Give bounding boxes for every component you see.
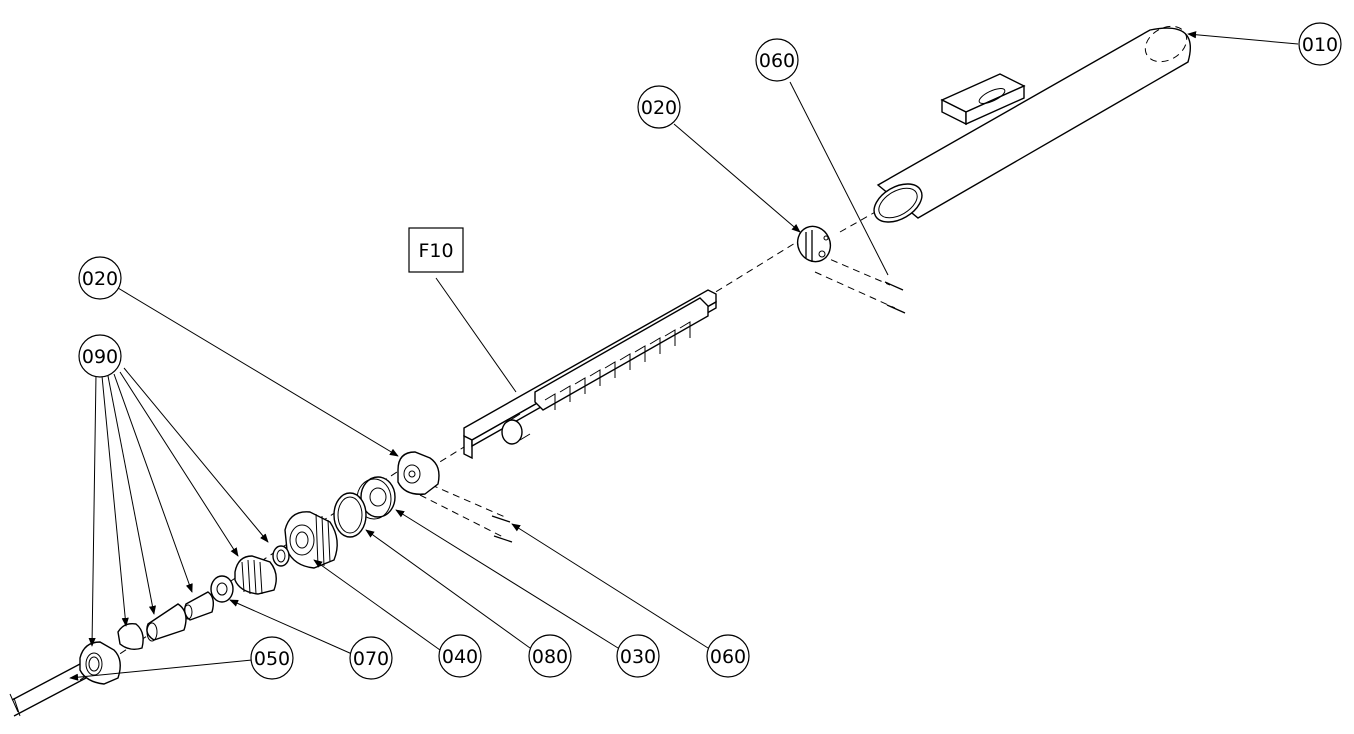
callout-f10: F10 bbox=[408, 227, 464, 273]
cable-050 bbox=[9, 663, 87, 717]
callout-020-left-label: 020 bbox=[82, 268, 118, 290]
callout-040: 040 bbox=[438, 634, 482, 678]
callout-060-bottom: 060 bbox=[706, 634, 750, 678]
callout-080-label: 080 bbox=[532, 646, 568, 668]
callout-070: 070 bbox=[349, 636, 393, 680]
threaded-gland-040 bbox=[284, 511, 338, 569]
callout-060-bottom-label: 060 bbox=[710, 646, 746, 668]
callout-010-label: 010 bbox=[1302, 34, 1338, 56]
callout-090: 090 bbox=[78, 334, 122, 378]
pins-060-bottom bbox=[491, 515, 513, 543]
pins-060-top bbox=[884, 281, 906, 314]
callout-010: 010 bbox=[1298, 22, 1342, 66]
end-plug-020-left bbox=[397, 451, 440, 495]
callout-090-label: 090 bbox=[82, 346, 118, 368]
o-ring-080 bbox=[333, 492, 367, 538]
callout-050-label: 050 bbox=[254, 648, 290, 670]
callout-020-left: 020 bbox=[78, 256, 122, 300]
callout-060-top: 060 bbox=[755, 38, 799, 82]
callout-030-label: 030 bbox=[620, 646, 656, 668]
callout-080: 080 bbox=[528, 634, 572, 678]
callout-f10-label: F10 bbox=[418, 240, 453, 262]
callout-070-label: 070 bbox=[353, 648, 389, 670]
washer-030 bbox=[356, 476, 396, 520]
callout-060-top-label: 060 bbox=[759, 50, 795, 72]
callout-050: 050 bbox=[250, 636, 294, 680]
leader-lines bbox=[69, 31, 1299, 681]
callout-020-top-label: 020 bbox=[641, 97, 677, 119]
callout-040-label: 040 bbox=[442, 646, 478, 668]
tube-housing-010 bbox=[873, 25, 1191, 223]
end-plug-020-top bbox=[796, 225, 832, 263]
circuit-board-f10 bbox=[463, 289, 717, 460]
ring-070 bbox=[210, 575, 234, 603]
cable-gland-090 bbox=[79, 545, 290, 685]
callout-030: 030 bbox=[616, 634, 660, 678]
callout-020-top: 020 bbox=[637, 85, 681, 129]
